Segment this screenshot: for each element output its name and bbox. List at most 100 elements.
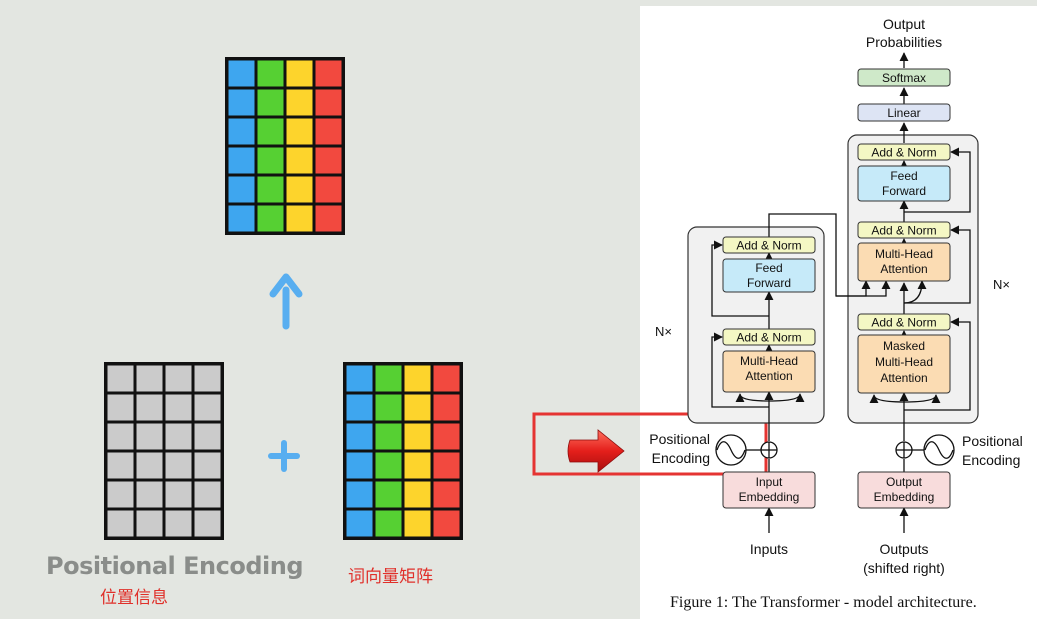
- matrix-cell: [165, 394, 192, 421]
- encoder-sine-wave-icon: [715, 434, 747, 466]
- pos-enc-right-line1: Positional: [962, 433, 1023, 449]
- matrix-cell: [404, 452, 431, 479]
- matrix-cell: [194, 481, 221, 508]
- matrix-cell: [286, 205, 313, 232]
- matrix-cell: [107, 365, 134, 392]
- inputs-label: Inputs: [750, 541, 788, 557]
- matrix-cell: [165, 452, 192, 479]
- matrix-cell: [107, 510, 134, 537]
- encoder-feed-forward-line2: Forward: [747, 276, 791, 290]
- matrix-cell: [433, 481, 460, 508]
- matrix-cell: [257, 176, 284, 203]
- matrix-cell: [375, 423, 402, 450]
- encoder-add-norm-top-box: [722, 236, 816, 254]
- decoder-add-norm-top-box: [857, 143, 951, 161]
- matrix-cell: [346, 510, 373, 537]
- matrix-cell: [433, 394, 460, 421]
- matrix-cell: [404, 394, 431, 421]
- positional-encoding-title: Positional Encoding: [46, 552, 304, 580]
- matrix-cell: [346, 423, 373, 450]
- matrix-cell: [228, 89, 255, 116]
- matrix-cell: [315, 176, 342, 203]
- matrix-cell: [257, 147, 284, 174]
- decoder-nx-label: N×: [993, 277, 1010, 292]
- matrix-cell: [257, 118, 284, 145]
- decoder-add-norm-top-label: Add & Norm: [871, 146, 936, 160]
- matrix-cell: [286, 89, 313, 116]
- encoder-multi-head-box: [722, 350, 816, 393]
- positional-encoding-matrix: [104, 362, 224, 540]
- matrix-cell: [107, 394, 134, 421]
- matrix-cell: [375, 394, 402, 421]
- decoder-masked-attention-box: [857, 334, 951, 394]
- plus-icon: [268, 440, 300, 472]
- matrix-cell: [257, 205, 284, 232]
- matrix-cell: [315, 205, 342, 232]
- matrix-cell: [315, 118, 342, 145]
- decoder-add-norm-bottom-box: [857, 313, 951, 331]
- decoder-add-icon: [895, 441, 913, 459]
- matrix-cell: [257, 89, 284, 116]
- matrix-cell: [165, 510, 192, 537]
- matrix-cell: [228, 118, 255, 145]
- matrix-cell: [375, 510, 402, 537]
- matrix-cell: [433, 510, 460, 537]
- output-embedding-box: [857, 471, 951, 509]
- matrix-cell: [315, 60, 342, 87]
- red-arrow-icon: [567, 429, 625, 473]
- matrix-cell: [404, 510, 431, 537]
- matrix-border: [225, 57, 345, 235]
- encoder-nx-label: N×: [655, 324, 672, 339]
- input-embedding-box: [722, 471, 816, 509]
- softmax-label: Softmax: [882, 71, 926, 85]
- word-embedding-matrix: [343, 362, 463, 540]
- output-probs-line2: Probabilities: [866, 34, 942, 50]
- matrix-cell: [286, 176, 313, 203]
- outputs-line2: (shifted right): [863, 560, 945, 576]
- matrix-cell: [315, 89, 342, 116]
- matrix-cell: [346, 481, 373, 508]
- pos-enc-left-line1: Positional: [649, 431, 710, 447]
- decoder-feed-forward-line2: Forward: [882, 184, 926, 198]
- outputs-line1: Outputs: [879, 541, 928, 557]
- matrix-cell: [433, 423, 460, 450]
- matrix-cell: [194, 452, 221, 479]
- matrix-cell: [257, 60, 284, 87]
- matrix-cell: [107, 423, 134, 450]
- result-matrix: [225, 57, 345, 235]
- matrix-border: [104, 362, 224, 540]
- matrix-cell: [107, 452, 134, 479]
- matrix-cell: [194, 365, 221, 392]
- matrix-cell: [404, 423, 431, 450]
- decoder-masked-line1: Masked: [883, 339, 925, 353]
- decoder-masked-line2: Multi-Head: [875, 355, 933, 369]
- pos-enc-left-line2: Encoding: [652, 450, 710, 466]
- matrix-cell: [375, 452, 402, 479]
- matrix-cell: [433, 452, 460, 479]
- encoder-add-norm-bottom-box: [722, 328, 816, 346]
- encoder-add-icon: [760, 441, 778, 459]
- linear-box: [857, 103, 951, 122]
- encoder-feed-forward-box: [722, 258, 816, 293]
- encoder-multi-head-line2: Attention: [745, 369, 792, 383]
- matrix-cell: [107, 481, 134, 508]
- matrix-cell: [194, 510, 221, 537]
- matrix-cell: [404, 365, 431, 392]
- decoder-feed-forward-line1: Feed: [890, 169, 917, 183]
- connections: [711, 52, 971, 533]
- matrix-cell: [228, 205, 255, 232]
- decoder-feed-forward-box: [857, 165, 951, 202]
- up-arrow-icon: [269, 273, 303, 330]
- encoder-feed-forward-line1: Feed: [755, 261, 782, 275]
- matrix-cell: [315, 147, 342, 174]
- decoder-multi-head-line1: Multi-Head: [875, 247, 933, 261]
- matrix-cell: [228, 147, 255, 174]
- matrix-cell: [286, 118, 313, 145]
- decoder-add-norm-mid-label: Add & Norm: [871, 224, 936, 238]
- matrix-cell: [286, 60, 313, 87]
- matrix-cell: [165, 423, 192, 450]
- encoder-multi-head-line1: Multi-Head: [740, 354, 798, 368]
- decoder-masked-line3: Attention: [880, 371, 927, 385]
